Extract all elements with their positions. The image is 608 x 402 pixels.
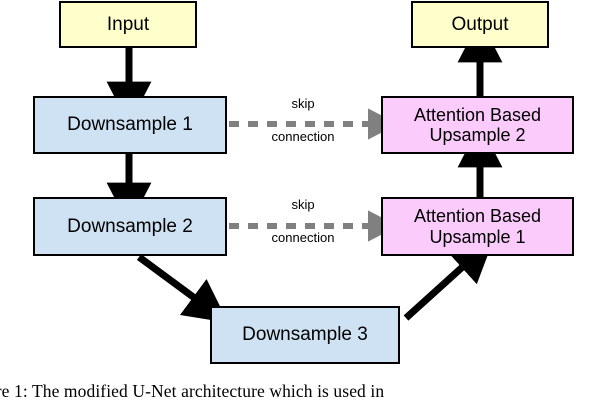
block-input[interactable]: Input: [59, 1, 197, 48]
block-attention-upsample-2[interactable]: Attention Based Upsample 2: [381, 96, 574, 154]
block-downsample-3-label: Downsample 3: [242, 324, 368, 346]
block-attention-upsample-1[interactable]: Attention Based Upsample 1: [381, 197, 574, 256]
arrow-downsample2-to-downsample3: [136, 254, 229, 323]
skip-connection-lower-label-bottom: connection: [271, 230, 335, 245]
block-downsample-1-label: Downsample 1: [67, 114, 193, 136]
block-downsample-1[interactable]: Downsample 1: [33, 96, 227, 154]
block-input-label: Input: [106, 13, 150, 35]
skip-connection-upper-label-top: skip: [291, 96, 315, 111]
figure-caption: gure 1: The modified U-Net architecture …: [0, 381, 385, 401]
skip-connection-lower-label-top: skip: [291, 197, 315, 212]
block-downsample-2-label: Downsample 2: [67, 215, 193, 237]
block-attention-upsample-2-label: Attention Based Upsample 2: [413, 104, 542, 145]
skip-connection-upper-label-bottom: connection: [271, 129, 335, 144]
block-output-label: Output: [451, 13, 509, 35]
block-attention-upsample-1-label: Attention Based Upsample 1: [413, 206, 542, 247]
block-downsample-2[interactable]: Downsample 2: [33, 197, 227, 256]
block-downsample-3[interactable]: Downsample 3: [210, 306, 400, 364]
block-output[interactable]: Output: [411, 1, 549, 48]
arrow-downsample3-to-upsample1: [403, 238, 494, 321]
